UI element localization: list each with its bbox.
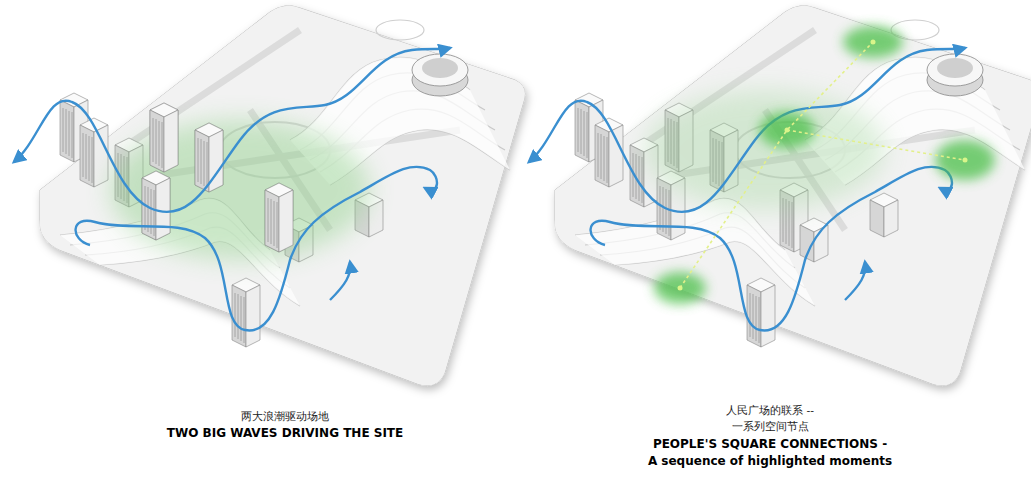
caption-text: 一系列空间节点 (732, 420, 809, 433)
caption-text: 两大浪潮驱动场地 (241, 410, 329, 423)
caption-text: PEOPLE'S SQUARE CONNECTIONS - (653, 437, 887, 451)
caption-text: A sequence of highlighted moments (648, 454, 892, 468)
caption-text: TWO BIG WAVES DRIVING THE SITE (167, 426, 404, 440)
site-model-right (529, 6, 1031, 386)
caption-text: 人民广场的联系 -- (726, 404, 814, 417)
site-model-left (14, 6, 525, 386)
